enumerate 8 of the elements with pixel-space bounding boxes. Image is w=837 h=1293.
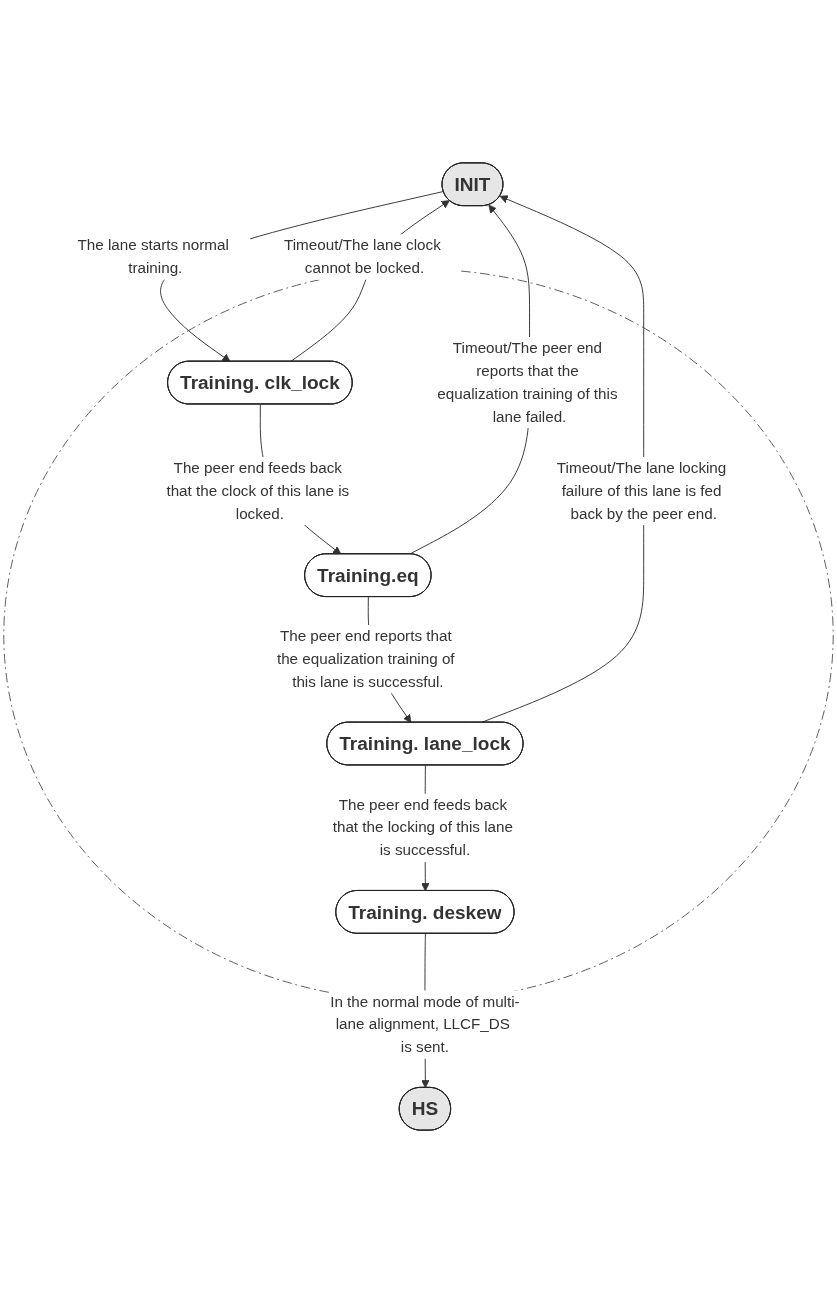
edge-label: The peer end feeds back that the locking of this lane is successful. <box>332 796 513 859</box>
edge-label: In the normal mode of multi-lane alignment, LLCF_DS is sent. <box>330 993 520 1056</box>
edge-label: Timeout/The lane clock cannot be locked. <box>284 237 441 277</box>
edge-label: Timeout/The lane locking failure of this lane is fed back by the peer end. <box>556 459 727 522</box>
edge-label: The lane starts normal training. <box>77 237 229 277</box>
edge-label: Timeout/The peer end reports that the equalization training of this lane failed. <box>437 339 618 425</box>
edge-label: The peer end feeds back that the clock of this lane is locked. <box>166 459 350 522</box>
edge-label: The peer end reports that the equalization training of this lane is successful. <box>276 627 455 690</box>
